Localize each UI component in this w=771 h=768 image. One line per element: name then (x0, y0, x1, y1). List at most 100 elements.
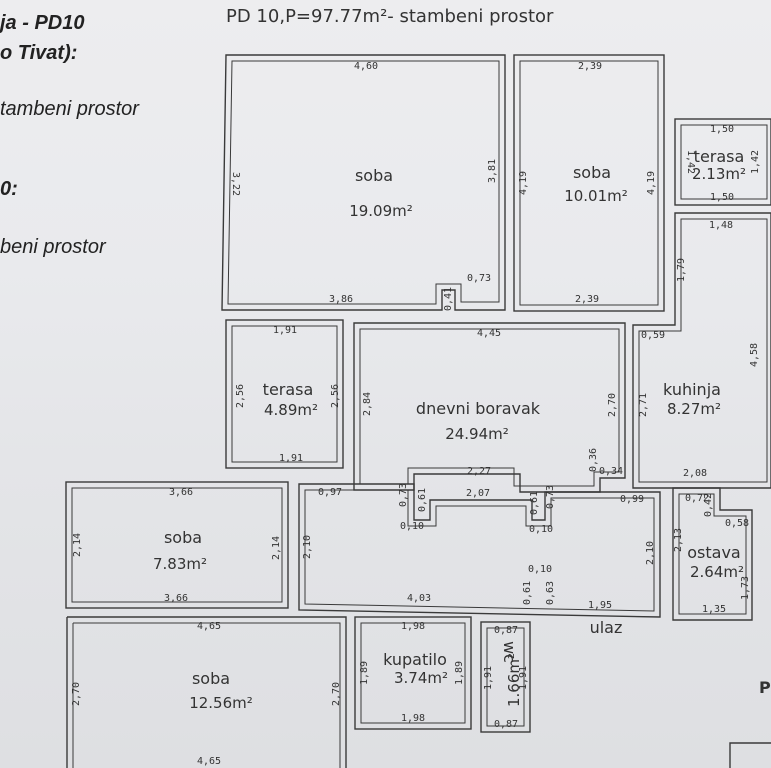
room-dnevni-boravak-name: dnevni boravak (416, 399, 541, 418)
dim-label: 2,10 (302, 535, 313, 559)
dim-label: 1,50 (710, 192, 734, 203)
room-soba-3-area: 7.83m² (153, 555, 207, 573)
wall-soba-3 (65, 481, 289, 609)
dim-label: 0,36 (588, 448, 599, 472)
dim-label: 2,56 (330, 384, 341, 408)
wall-terasa-2 (225, 319, 344, 469)
left-text-line3: tambeni prostor (0, 98, 139, 120)
dim-label: 1,73 (740, 576, 751, 600)
dim-label: 2,08 (683, 468, 707, 479)
dim-label: 2,71 (638, 393, 649, 417)
room-kuhinja-name: kuhinja (663, 380, 721, 399)
room-terasa-2-name: terasa (263, 380, 314, 399)
room-kuhinja-area: 8.27m² (667, 400, 721, 418)
room-wc-name: wc (500, 641, 519, 663)
room-soba-3-name: soba (164, 528, 202, 547)
dim-label: 4,19 (518, 171, 529, 195)
dim-label: 1,98 (401, 713, 425, 724)
room-soba-2-area: 10.01m² (564, 187, 628, 205)
dim-label: 3,22 (230, 172, 241, 196)
dim-label: 0,34 (599, 466, 623, 477)
dim-label: 4,60 (354, 61, 378, 72)
wall-wc (480, 621, 531, 733)
room-kupatilo-name: kupatilo (383, 650, 447, 669)
dim-label: 0,87 (494, 719, 518, 730)
dim-label: 0,41 (443, 287, 454, 311)
dim-label: 2,56 (235, 384, 246, 408)
dim-label: 4,65 (197, 621, 221, 632)
dim-label: 1,98 (401, 621, 425, 632)
dim-label: 4,03 (407, 593, 431, 604)
dim-label: 0,10 (400, 521, 424, 532)
dim-label: 2,39 (575, 294, 599, 305)
dim-label: 2,07 (466, 488, 490, 499)
left-title-line1: ja - PD10 (0, 12, 85, 34)
dim-label: 0,73 (467, 273, 491, 284)
dim-label: 1,91 (279, 453, 303, 464)
left-text-line4: 0: (0, 178, 18, 200)
wall-hallway (298, 483, 661, 618)
left-text-line5: beni prostor (0, 236, 106, 258)
room-dnevni-boravak-area: 24.94m² (445, 425, 509, 443)
room-soba-1-area: 19.09m² (349, 202, 413, 220)
dim-label: 0,10 (528, 564, 552, 575)
dim-label: 2,39 (578, 61, 602, 72)
dim-label: 2,84 (362, 392, 373, 416)
dim-label: 2,14 (271, 536, 282, 560)
dim-label: 1,35 (702, 604, 726, 615)
dim-label: 4,58 (749, 343, 760, 367)
dim-label: 4,65 (197, 756, 221, 767)
left-title-line2: o Tivat): (0, 42, 78, 64)
wall-ostava (672, 487, 753, 621)
dim-label: 3,86 (329, 294, 353, 305)
dim-label: 0,42 (703, 493, 714, 517)
dim-label: 1,91 (273, 325, 297, 336)
wall-terasa-1 (674, 118, 771, 206)
dim-label: 0,59 (641, 330, 665, 341)
p-label: P (759, 678, 771, 697)
dim-label: 4,45 (477, 328, 501, 339)
dim-label: 1,79 (676, 258, 687, 282)
dim-label: 0,58 (725, 518, 749, 529)
dim-label: 0,61 (522, 581, 533, 605)
dim-label: 0,61 (529, 491, 540, 515)
plan-header: PD 10,P=97.77m²- stambeni prostor (226, 6, 554, 27)
dim-label: 0,63 (545, 581, 556, 605)
dim-label: 1,91 (483, 666, 494, 690)
dim-label: 2,13 (673, 528, 684, 552)
dim-label: 1,50 (710, 124, 734, 135)
dim-label: 1,42 (750, 150, 761, 174)
dim-label: 1,91 (518, 666, 529, 690)
room-terasa-1-area: 2.13m² (692, 165, 746, 183)
dim-label: 0,61 (417, 488, 428, 512)
dim-label: 3,66 (169, 487, 193, 498)
dim-label: 2,10 (645, 541, 656, 565)
dim-label: 1,48 (709, 220, 733, 231)
wall-soba-2 (513, 54, 665, 312)
dim-label: 1,95 (588, 600, 612, 611)
wall-kuhinja (632, 212, 771, 489)
room-terasa-2-area: 4.89m² (264, 401, 318, 419)
wall-soba-1 (221, 54, 506, 311)
dim-label: 0,97 (318, 487, 342, 498)
wall-soba-4 (66, 616, 347, 768)
dim-label: 2,70 (71, 682, 82, 706)
dim-label: 0,10 (529, 524, 553, 535)
dim-label: 2,70 (607, 393, 618, 417)
dim-label: 2,70 (331, 682, 342, 706)
dim-label: 1,89 (359, 661, 370, 685)
room-ostava-name: ostava (687, 543, 740, 562)
room-soba-2-name: soba (573, 163, 611, 182)
dim-label: 0,72 (685, 493, 709, 504)
room-terasa-1-name: terasa (694, 147, 745, 166)
dim-label: 4,19 (646, 171, 657, 195)
room-ostava-area: 2.64m² (690, 563, 744, 581)
ulaz-label: ulaz (590, 618, 623, 637)
dim-label: 0,99 (620, 494, 644, 505)
dim-label: 2,27 (467, 466, 491, 477)
room-soba-4-name: soba (192, 669, 230, 688)
dim-label: 1,89 (454, 661, 465, 685)
dim-label: 3,81 (487, 159, 498, 183)
room-soba-4-area: 12.56m² (189, 694, 253, 712)
